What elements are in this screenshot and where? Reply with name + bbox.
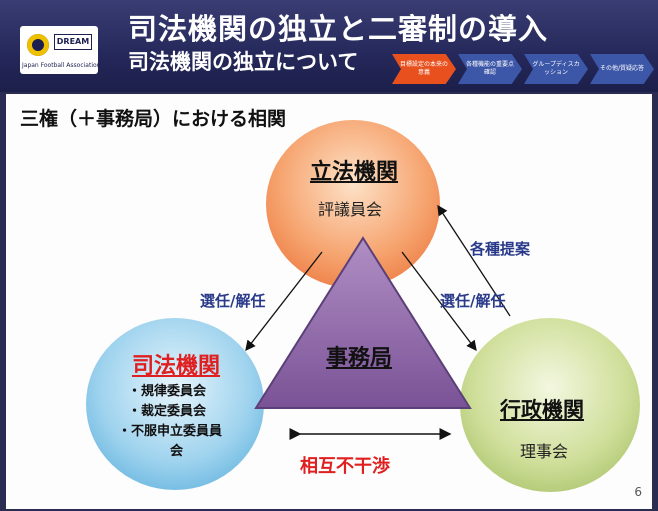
step-1: 目標設定の本来の意義 (392, 54, 456, 84)
non-interference-label: 相互不干渉 (300, 456, 390, 477)
proposals-arrow (437, 204, 511, 317)
slide-title: 三権（＋事務局）における相関 (20, 108, 287, 130)
judicial-line-3: ・不服申立委員員 (118, 424, 223, 439)
slide-header: DREAM Japan Football Association 司法機関の独立… (0, 0, 658, 92)
appoint-right-label: 選任/解任 (440, 292, 506, 310)
step-3: グループディスカッション (524, 54, 588, 84)
step-2: 各種機能の重要点確認 (458, 54, 522, 84)
page-number: 6 (634, 485, 642, 499)
judicial-name: 司法機関 (132, 354, 221, 379)
judicial-circle (86, 318, 264, 490)
step-4: その他/質疑応答 (590, 54, 654, 84)
judicial-line-1: ・規律委員会 (128, 384, 207, 399)
judicial-line-2: ・裁定委員会 (128, 404, 207, 419)
legislative-body: 評議員会 (318, 200, 383, 219)
judicial-line-4: 会 (170, 444, 184, 459)
appoint-right-arrow (401, 251, 477, 352)
progress-steps: 目標設定の本来の意義 各種機能の重要点確認 グループディスカッション その他/質… (392, 54, 654, 84)
proposals-label: 各種提案 (470, 240, 531, 258)
jfa-logo: DREAM Japan Football Association (20, 26, 101, 74)
secretariat-triangle (254, 236, 472, 409)
appoint-left-arrow (245, 251, 323, 352)
executive-body: 理事会 (520, 442, 569, 461)
main-title: 司法機関の独立と二審制の導入 (128, 12, 549, 46)
appoint-left-label: 選任/解任 (200, 292, 266, 310)
logo-text: Japan Football Association (22, 62, 101, 69)
sub-title: 司法機関の独立について (128, 50, 359, 74)
jfa-emblem-icon (27, 34, 49, 56)
executive-circle (460, 318, 640, 492)
legislative-name: 立法機関 (310, 160, 399, 185)
logo-mark: DREAM (54, 34, 92, 50)
executive-name: 行政機関 (500, 398, 584, 422)
secretariat-name: 事務局 (326, 346, 393, 371)
